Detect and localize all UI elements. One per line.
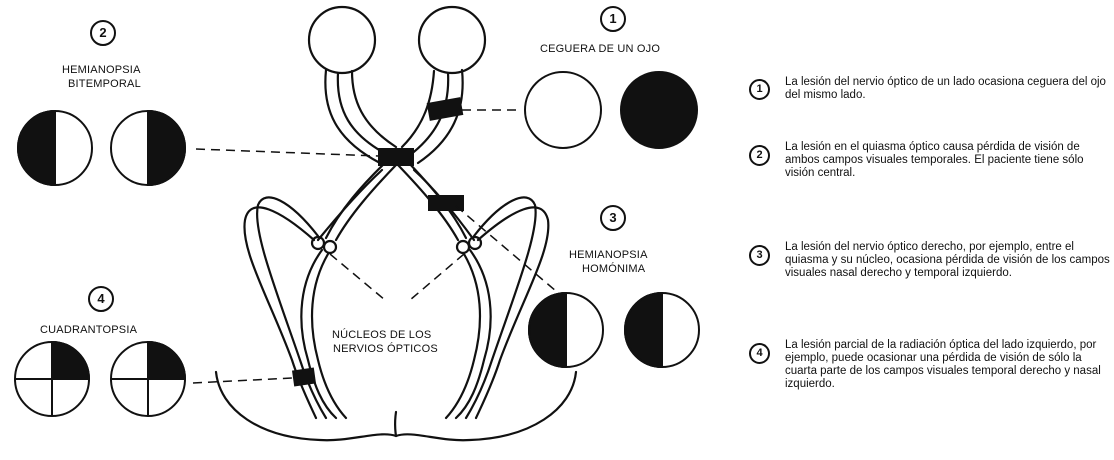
field-2-left <box>18 111 92 185</box>
leader-line-4 <box>193 378 293 383</box>
leader-line-2 <box>196 149 378 156</box>
left-eye <box>309 7 375 73</box>
nucleus-dash-right <box>410 254 464 300</box>
note-1-number: 1 <box>749 79 770 100</box>
left-nucleus-b <box>324 241 336 253</box>
label-nucleos-1: NÚCLEOS DE LOS <box>332 329 431 341</box>
field-4-right <box>111 342 185 416</box>
field-3-left <box>529 293 603 367</box>
label-hemianopsia-homonima-2: HOMÓNIMA <box>582 263 645 275</box>
right-eye <box>419 7 485 73</box>
field-1-right <box>621 72 697 148</box>
marker-4: 4 <box>88 286 114 312</box>
field-2-right <box>111 111 185 185</box>
note-2-number: 2 <box>749 145 770 166</box>
label-nucleos-2: NERVIOS ÓPTICOS <box>333 343 438 355</box>
note-1-text: La lesión del nervio óptico de un lado o… <box>785 76 1110 102</box>
marker-2: 2 <box>90 20 116 46</box>
lesion-chiasm <box>378 148 414 166</box>
field-1-left <box>525 72 601 148</box>
note-4-text: La lesión parcial de la radiación óptica… <box>785 339 1110 391</box>
nucleus-dash-left <box>330 254 385 300</box>
lesion-optic-radiation <box>292 368 316 387</box>
label-hemianopsia-bitemporal-2: BITEMPORAL <box>68 78 141 90</box>
label-ceguera: CEGUERA DE UN OJO <box>540 43 660 55</box>
marker-3: 3 <box>600 205 626 231</box>
note-3-number: 3 <box>749 245 770 266</box>
note-3-text: La lesión del nervio óptico derecho, por… <box>785 241 1110 280</box>
field-3-right <box>625 293 699 367</box>
label-hemianopsia-bitemporal-1: HEMIANOPSIA <box>62 64 141 76</box>
label-cuadrantopsia: CUADRANTOPSIA <box>40 324 137 336</box>
note-2-text: La lesión en el quiasma óptico causa pér… <box>785 141 1110 180</box>
marker-1: 1 <box>600 6 626 32</box>
right-nucleus-a <box>457 241 469 253</box>
label-hemianopsia-homonima-1: HEMIANOPSIA <box>569 249 648 261</box>
left-optic-tract <box>318 160 396 240</box>
field-4-left <box>15 342 89 416</box>
note-4-number: 4 <box>749 343 770 364</box>
